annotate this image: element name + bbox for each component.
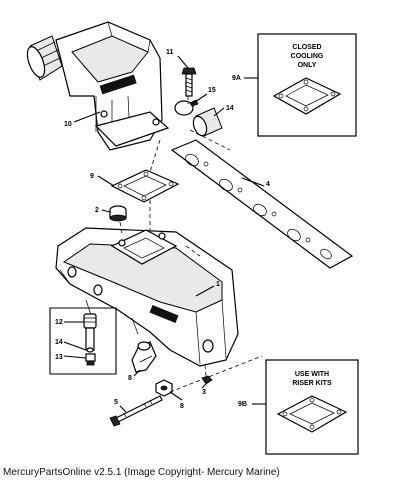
washer-3 bbox=[201, 375, 213, 385]
callout-8-nut: 8 bbox=[180, 403, 184, 410]
leader-lines bbox=[63, 55, 265, 413]
elbow-gasket bbox=[110, 169, 180, 203]
box-top-line1: CLOSED bbox=[292, 44, 321, 51]
drain-plug-13 bbox=[85, 353, 96, 366]
exhaust-elbow bbox=[26, 21, 170, 151]
elbow-fitting-12 bbox=[83, 313, 97, 351]
callout-12: 12 bbox=[55, 319, 63, 326]
elbow-bolt bbox=[181, 67, 197, 97]
hex-nut bbox=[155, 379, 173, 397]
callout-2: 2 bbox=[95, 207, 99, 214]
hose-elbow-fitting bbox=[131, 341, 157, 373]
callout-13: 13 bbox=[55, 354, 63, 361]
exhaust-manifold bbox=[55, 227, 239, 367]
riser-kit-box: USE WITH RISER KITS bbox=[252, 359, 359, 455]
callout-14-oring: 14 bbox=[55, 339, 63, 346]
water-hose bbox=[192, 107, 223, 137]
drain-fitting-inset bbox=[49, 307, 117, 375]
callout-8-fitting: 8 bbox=[128, 375, 132, 382]
box-top-line2: COOLING bbox=[291, 53, 324, 60]
callout-labels: 11 15 14 9A 10 9 4 2 1 12 14 13 8 3 8 5 … bbox=[55, 49, 270, 410]
box-top-line3: ONLY bbox=[298, 62, 317, 69]
callout-14-hose: 14 bbox=[226, 105, 234, 112]
box-bottom-line2: RISER KITS bbox=[292, 380, 332, 387]
callout-9: 9 bbox=[90, 173, 94, 180]
callout-11: 11 bbox=[166, 49, 174, 56]
callout-9a: 9A bbox=[232, 75, 241, 82]
copyright-footer: MercuryPartsOnline v2.5.1 (Image Copyrig… bbox=[3, 467, 280, 478]
callout-10: 10 bbox=[64, 121, 72, 128]
manifold-stud bbox=[109, 395, 163, 427]
closed-cooling-box: CLOSED COOLING ONLY bbox=[244, 33, 357, 137]
callout-1: 1 bbox=[216, 281, 220, 288]
callout-5: 5 bbox=[114, 399, 118, 406]
callout-4: 4 bbox=[266, 181, 270, 188]
callout-9b: 9B bbox=[238, 401, 247, 408]
box-bottom-line1: USE WITH bbox=[295, 371, 329, 378]
assembly-lines bbox=[119, 96, 263, 393]
manifold-gasket bbox=[170, 139, 354, 269]
callout-3: 3 bbox=[202, 389, 206, 396]
callout-15: 15 bbox=[208, 87, 216, 94]
o-ring-14 bbox=[86, 347, 94, 353]
pipe-plug bbox=[109, 205, 127, 222]
exhaust-manifold-diagram: CLOSED COOLING ONLY bbox=[26, 21, 359, 455]
